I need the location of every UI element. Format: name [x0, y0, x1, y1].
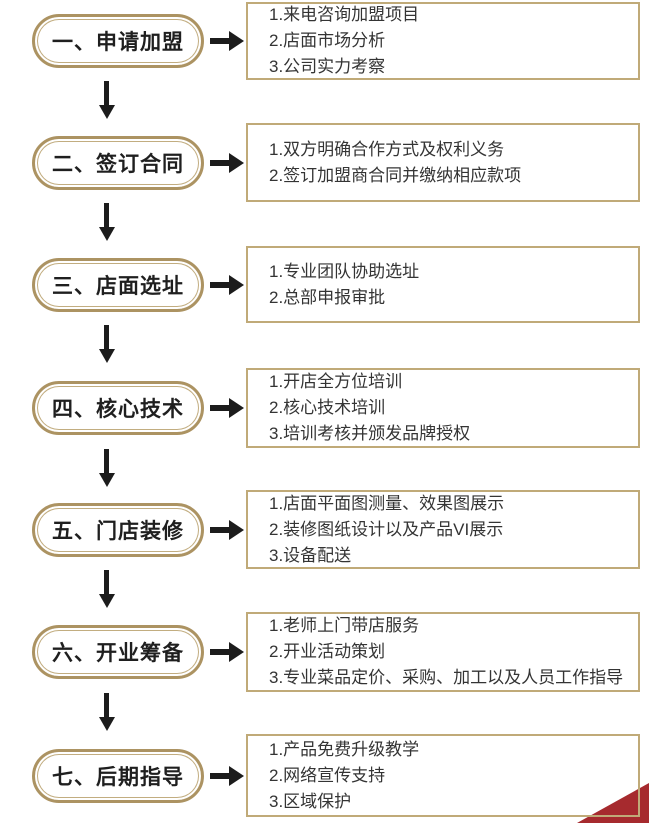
- detail-line: 2.网络宣传支持: [269, 765, 386, 785]
- arrow-shaft: [104, 81, 109, 105]
- step-row-2: 二、签订合同 1.双方明确合作方式及权利义务 2.签订加盟商合同并缴纳相应款项: [0, 123, 649, 202]
- detail-line: 2.开业活动策划: [269, 642, 386, 661]
- detail-line: 3.区域保护: [269, 791, 352, 811]
- step-row-3: 三、店面选址 1.专业团队协助选址 2.总部申报审批: [0, 246, 649, 323]
- step-oval-7: 七、后期指导: [32, 748, 204, 803]
- step-row-4: 四、核心技术 1.开店全方位培训 2.核心技术培训 3.培训考核并颁发品牌授权: [0, 368, 649, 448]
- arrow-shaft: [210, 649, 229, 655]
- arrow-head: [229, 398, 244, 418]
- arrow-head: [98, 594, 115, 608]
- detail-line: 1.店面平面图测量、效果图展示: [269, 493, 505, 513]
- detail-line: 2.核心技术培训: [269, 398, 386, 417]
- step-oval-2: 二、签订合同: [32, 135, 204, 190]
- arrow-head: [229, 274, 244, 295]
- down-arrow-icon: [98, 203, 115, 241]
- step-oval-4: 四、核心技术: [32, 381, 204, 435]
- step-row-5: 五、门店装修 1.店面平面图测量、效果图展示 2.装修图纸设计以及产品VI展示 …: [0, 490, 649, 569]
- arrow-shaft: [104, 449, 109, 473]
- arrow-head: [229, 31, 244, 51]
- down-arrow-icon: [98, 693, 115, 731]
- detail-line: 1.来电咨询加盟项目: [269, 5, 420, 24]
- arrow-head: [229, 765, 244, 786]
- detail-line: 1.老师上门带店服务: [269, 616, 420, 635]
- step-details-1: 1.来电咨询加盟项目 2.店面市场分析 3.公司实力考察: [246, 2, 640, 80]
- detail-line: 1.双方明确合作方式及权利义务: [269, 139, 505, 159]
- step-oval-6: 六、开业筹备: [32, 625, 204, 679]
- right-arrow-icon: [210, 274, 244, 295]
- detail-line: 3.公司实力考察: [269, 57, 386, 76]
- arrow-shaft: [104, 570, 109, 594]
- detail-line: 2.总部申报审批: [269, 287, 386, 307]
- step-details-7: 1.产品免费升级教学 2.网络宣传支持 3.区域保护: [246, 734, 640, 817]
- step-oval-5: 五、门店装修: [32, 502, 204, 557]
- right-arrow-icon: [210, 398, 244, 418]
- step-oval-1: 一、申请加盟: [32, 14, 204, 68]
- detail-line: 1.产品免费升级教学: [269, 739, 420, 759]
- step-details-3: 1.专业团队协助选址 2.总部申报审批: [246, 246, 640, 323]
- step-row-6: 六、开业筹备 1.老师上门带店服务 2.开业活动策划 3.专业菜品定价、采购、加…: [0, 612, 649, 692]
- step-oval-3: 三、店面选址: [32, 257, 204, 312]
- detail-line: 1.专业团队协助选址: [269, 261, 420, 281]
- arrow-shaft: [210, 38, 229, 44]
- down-arrow-icon: [98, 325, 115, 363]
- step-row-7: 七、后期指导 1.产品免费升级教学 2.网络宣传支持 3.区域保护: [0, 734, 649, 817]
- step-label-3: 三、店面选址: [52, 274, 184, 298]
- right-arrow-icon: [210, 152, 244, 173]
- step-label-1: 一、申请加盟: [52, 31, 184, 54]
- arrow-head: [98, 227, 115, 241]
- step-label-5: 五、门店装修: [52, 519, 184, 543]
- arrow-head: [98, 473, 115, 487]
- arrow-shaft: [210, 281, 229, 288]
- arrow-head: [229, 519, 244, 540]
- right-arrow-icon: [210, 31, 244, 51]
- right-arrow-icon: [210, 519, 244, 540]
- right-arrow-icon: [210, 642, 244, 662]
- arrow-head: [229, 642, 244, 662]
- step-details-6: 1.老师上门带店服务 2.开业活动策划 3.专业菜品定价、采购、加工以及人员工作…: [246, 612, 640, 692]
- arrow-head: [98, 105, 115, 119]
- arrow-head: [229, 152, 244, 173]
- down-arrow-icon: [98, 81, 115, 119]
- down-arrow-icon: [98, 449, 115, 487]
- step-label-6: 六、开业筹备: [52, 642, 184, 665]
- detail-line: 1.开店全方位培训: [269, 372, 403, 391]
- detail-line: 3.设备配送: [269, 545, 352, 565]
- arrow-head: [98, 349, 115, 363]
- down-arrow-icon: [98, 570, 115, 608]
- step-details-2: 1.双方明确合作方式及权利义务 2.签订加盟商合同并缴纳相应款项: [246, 123, 640, 202]
- detail-line: 2.签订加盟商合同并缴纳相应款项: [269, 165, 522, 185]
- detail-line: 2.店面市场分析: [269, 31, 386, 50]
- step-row-1: 一、申请加盟 1.来电咨询加盟项目 2.店面市场分析 3.公司实力考察: [0, 2, 649, 80]
- arrow-shaft: [104, 325, 109, 349]
- arrow-head: [98, 717, 115, 731]
- arrow-shaft: [210, 159, 229, 166]
- step-details-5: 1.店面平面图测量、效果图展示 2.装修图纸设计以及产品VI展示 3.设备配送: [246, 490, 640, 569]
- arrow-shaft: [210, 405, 229, 411]
- detail-line: 3.培训考核并颁发品牌授权: [269, 424, 471, 443]
- step-label-2: 二、签订合同: [52, 152, 184, 176]
- arrow-shaft: [210, 772, 229, 779]
- right-arrow-icon: [210, 765, 244, 786]
- step-label-7: 七、后期指导: [52, 765, 184, 789]
- detail-line: 2.装修图纸设计以及产品VI展示: [269, 519, 504, 539]
- arrow-shaft: [210, 526, 229, 533]
- step-details-4: 1.开店全方位培训 2.核心技术培训 3.培训考核并颁发品牌授权: [246, 368, 640, 448]
- arrow-shaft: [104, 693, 109, 717]
- detail-line: 3.专业菜品定价、采购、加工以及人员工作指导: [269, 668, 624, 687]
- arrow-shaft: [104, 203, 109, 227]
- step-label-4: 四、核心技术: [52, 398, 184, 421]
